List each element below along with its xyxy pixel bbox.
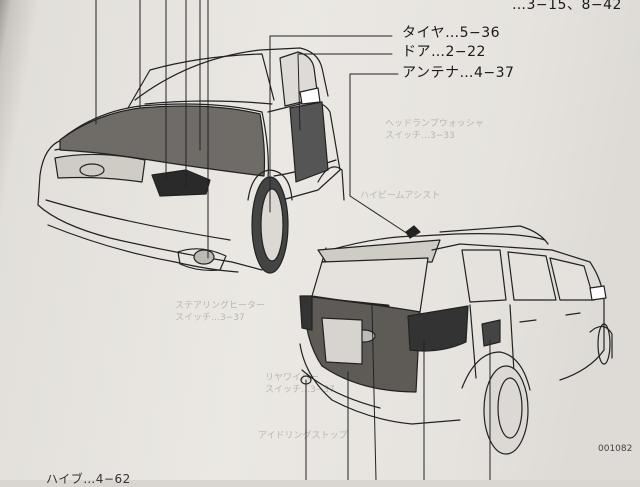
figure-id: 001082 [598, 444, 633, 454]
leader-lines [95, 0, 491, 480]
bleedthrough-text-4: リヤワイパースイッチ…3−37 [265, 373, 335, 395]
bleedthrough-text-3: ステアリングヒータースイッチ…3−37 [175, 301, 266, 323]
bottom-fragment-label: ハイブ…4−62 [46, 472, 131, 486]
antenna-leader [349, 73, 409, 235]
antenna-label: アンテナ…4−37 [402, 65, 515, 81]
bleedthrough-text-5: アイドリングストップ [258, 431, 348, 441]
bleedthrough-text-1: ヘッドランプウォッシャスイッチ…3−33 [385, 119, 484, 141]
door-label: ドア…2−22 [402, 44, 486, 60]
tire-label: タイヤ…5−36 [402, 25, 501, 41]
front-car-drawing [37, 47, 345, 274]
bleedthrough-text-2: ハイビームアシスト [360, 191, 441, 201]
rear-car-drawing [299, 225, 613, 455]
top-page-reference: …3−15、8−42 [512, 0, 622, 13]
